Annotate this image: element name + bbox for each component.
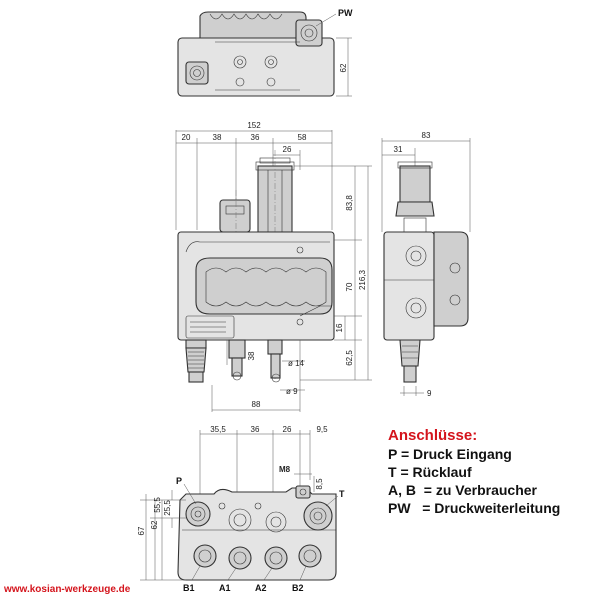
legend-title: Anschlüsse: — [388, 427, 478, 444]
front-dim-62-5: 62,5 — [345, 350, 354, 366]
front-dim-overall-width: 152 — [247, 121, 261, 130]
top-view: PW 62 — [177, 8, 353, 97]
bottom-view: 35,5 36 26 9,5 M8 8,5 — [137, 425, 345, 593]
website-link[interactable]: www.kosian-werkzeuge.de — [4, 584, 131, 595]
bottom-dim-55-5: 55,5 — [153, 497, 162, 513]
port-a1-label: A1 — [219, 583, 231, 593]
front-dim-36: 36 — [251, 133, 260, 142]
port-a2-label: A2 — [255, 583, 267, 593]
front-dim-38-low: 38 — [247, 351, 256, 360]
port-p-label: P — [176, 476, 182, 486]
front-dim-26: 26 — [283, 145, 292, 154]
bottom-dim-67: 67 — [137, 526, 146, 535]
legend-line-t: T = Rücklauf — [388, 464, 472, 480]
legend-line-ab: A, B = zu Verbraucher — [388, 482, 537, 498]
front-dim-dia14: ø 14 — [288, 359, 305, 368]
front-dim-58: 58 — [298, 133, 307, 142]
port-b1-label: B1 — [183, 583, 195, 593]
bottom-dim-62: 62 — [150, 520, 159, 529]
legend-line-pw: PW = Druckweiterleitung — [388, 500, 561, 516]
front-dim-38: 38 — [213, 133, 222, 142]
front-dim-88: 88 — [252, 400, 261, 409]
bottom-dim-9-5: 9,5 — [316, 425, 328, 434]
port-b2-label: B2 — [292, 583, 304, 593]
front-dim-16: 16 — [335, 323, 344, 332]
side-view: 83 31 9 — [381, 131, 471, 398]
front-dim-20: 20 — [182, 133, 191, 142]
port-legend: Anschlüsse: P = Druck Eingang T = Rückla… — [388, 427, 598, 517]
front-view: 152 20 38 36 58 26 — [175, 121, 372, 412]
bottom-thread-m8: M8 — [279, 465, 291, 474]
bottom-dim-35-5: 35,5 — [210, 425, 226, 434]
legend-line-p: P = Druck Eingang — [388, 446, 512, 462]
top-pw-label: PW — [338, 8, 353, 18]
front-dim-83-8: 83,8 — [345, 195, 354, 211]
front-dim-70: 70 — [345, 282, 354, 291]
front-dim-dia9: ø 9 — [286, 387, 298, 396]
front-dim-216-3: 216,3 — [358, 269, 367, 290]
bottom-dim-26: 26 — [283, 425, 292, 434]
side-dim-9: 9 — [427, 389, 432, 398]
port-t-label: T — [339, 489, 345, 499]
side-dim-31: 31 — [394, 145, 403, 154]
bottom-dim-8-5: 8,5 — [315, 478, 324, 490]
side-dim-83: 83 — [422, 131, 431, 140]
bottom-dim-25-5: 25,5 — [163, 500, 172, 516]
top-height-dim: 62 — [339, 63, 348, 72]
bottom-dim-36: 36 — [251, 425, 260, 434]
